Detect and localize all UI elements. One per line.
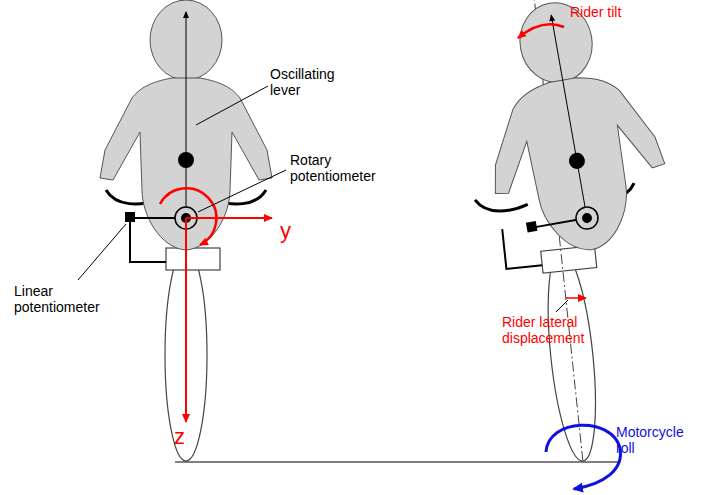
- axis-label: y: [280, 218, 310, 243]
- part-label: Oscillating lever: [270, 66, 360, 98]
- part-label: Linear potentiometer: [14, 283, 114, 315]
- z-axis: [185, 218, 187, 422]
- leader-line: [78, 224, 126, 280]
- tilt-arrow: [518, 24, 564, 38]
- motorcycle-front: [106, 190, 266, 461]
- rider-upright: [100, 0, 272, 250]
- rider-tilted: [464, 0, 677, 264]
- leader-line: [556, 300, 568, 312]
- leader-line: [198, 170, 286, 212]
- motion-label: Rider lateral displacement: [502, 314, 602, 346]
- axis-label: z: [174, 424, 204, 449]
- displacement-arrow: [566, 297, 586, 299]
- rotation-arrow: [160, 188, 216, 245]
- leader-line: [196, 86, 268, 125]
- y-axis: [186, 217, 272, 219]
- motion-label: Rider tilt: [570, 4, 670, 20]
- ground-line: [175, 462, 620, 463]
- roll-arrow: [546, 425, 621, 489]
- part-label: Rotary potentiometer: [290, 152, 390, 184]
- motion-label: Motorcycle roll: [616, 424, 706, 456]
